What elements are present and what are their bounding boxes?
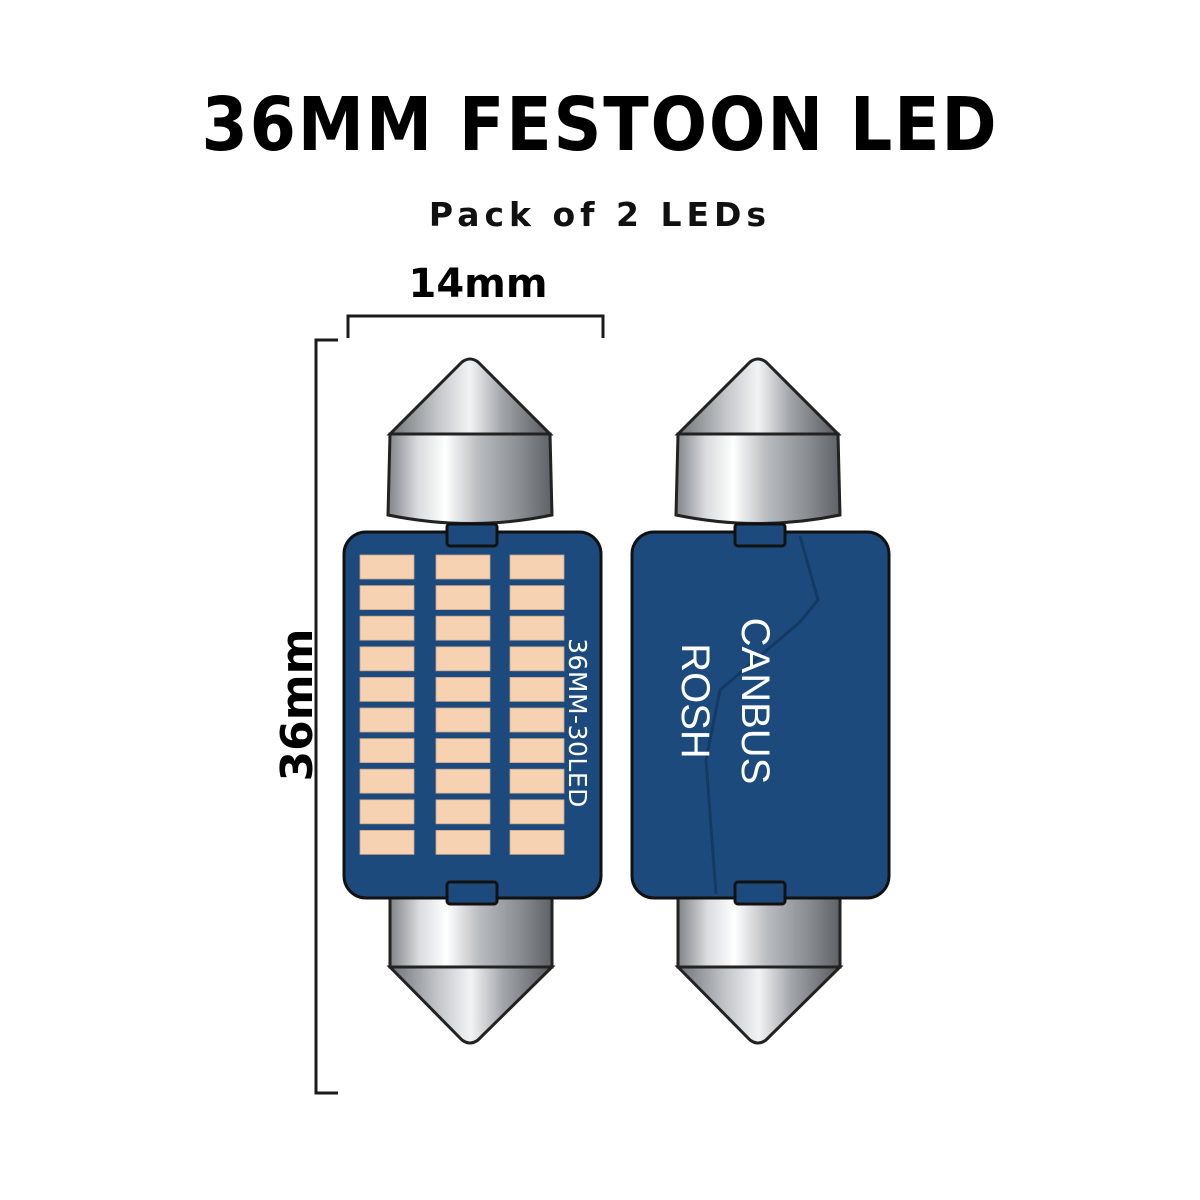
back-board-text-canbus: CANBUS: [733, 617, 777, 785]
led-chip: [359, 677, 415, 702]
festoon-led-front-icon: [342, 357, 603, 1045]
led-chip: [359, 707, 415, 733]
led-chip: [509, 585, 565, 610]
led-chip: [435, 768, 491, 794]
led-chip: [435, 738, 491, 763]
led-chip: [435, 830, 491, 855]
led-chip: [509, 707, 565, 733]
led-chip: [359, 585, 415, 610]
led-chip: [435, 585, 491, 610]
dimension-bracket-icon: [314, 314, 605, 1095]
led-chip: [509, 615, 565, 641]
led-chip: [509, 554, 565, 580]
width-dimension-label: 14mm: [408, 261, 548, 307]
page-title: 36MM FESTOON LED: [201, 82, 999, 168]
led-chip: [435, 707, 491, 733]
front-board-text: 36MM-30LED: [563, 638, 592, 808]
led-chip: [509, 677, 565, 702]
led-chip: [359, 554, 415, 580]
led-chip: [435, 799, 491, 825]
page-subtitle: Pack of 2 LEDs: [428, 195, 772, 234]
led-chip: [435, 677, 491, 702]
led-chip: [359, 615, 415, 641]
back-board-text-rosh: ROSH: [673, 643, 717, 759]
led-chip: [509, 738, 565, 763]
led-chip: [509, 830, 565, 855]
led-chip: [359, 646, 415, 672]
festoon-led-back-icon: [630, 357, 891, 1045]
led-chip: [359, 830, 415, 855]
led-chip: [509, 799, 565, 825]
led-chip: [509, 768, 565, 794]
led-chip: [359, 738, 415, 763]
led-chip: [509, 646, 565, 672]
led-chip: [435, 615, 491, 641]
led-chip: [359, 768, 415, 794]
led-chip: [435, 554, 491, 580]
led-chip: [359, 799, 415, 825]
led-chip: [435, 646, 491, 672]
